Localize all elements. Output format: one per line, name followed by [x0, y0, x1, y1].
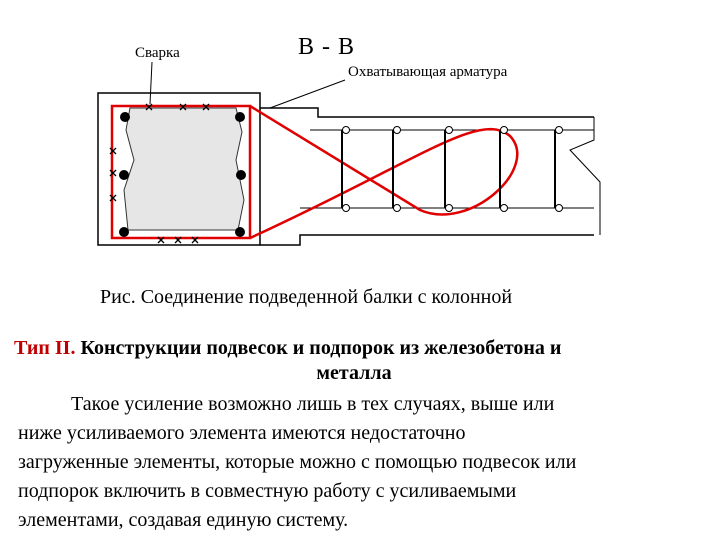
paragraph-line: Такое усиление возможно лишь в тех случа…: [71, 393, 555, 415]
beam-rebar-circles: [342, 126, 563, 212]
weld-label: Сварка: [135, 45, 180, 61]
type-label: Тип II.: [14, 337, 76, 359]
rebar-label: Охватывающая арматура: [348, 64, 508, 80]
beam-break-line: [569, 117, 601, 235]
column-outline: [97, 92, 261, 246]
column-concrete-core: [123, 107, 245, 231]
beam-stirrups: [341, 130, 556, 208]
rebar-loop-beam: [249, 104, 519, 240]
beam-bottom-edge: [260, 234, 594, 246]
figure-caption: Рис. Соединение подведенной балки с коло…: [100, 286, 513, 308]
section-label: В - В: [298, 34, 356, 60]
paragraph-line: элементами, создавая единую систему.: [18, 509, 349, 531]
section-heading: Тип II. Конструкции подвесок и подпорок …: [14, 336, 714, 386]
leader-lines: [149, 61, 346, 109]
weld-marks: [109, 103, 210, 244]
beam-column-joint-drawing: [97, 61, 601, 246]
beam-top-edge: [260, 107, 594, 118]
paragraph-line: загруженные элементы, которые можно с по…: [18, 451, 577, 473]
heading-title-line1: Конструкции подвесок и подпорок из желез…: [80, 337, 562, 359]
paragraph-line: подпорок включить в совместную работу с …: [18, 480, 517, 502]
enclosing-rebar: [110, 104, 519, 240]
heading-title-line2: металла: [316, 362, 392, 384]
body-paragraph: Такое усиление возможно лишь в тех случа…: [18, 390, 718, 535]
paragraph-line: ниже усиливаемого элемента имеются недос…: [18, 422, 466, 444]
column-main-bars: [119, 112, 246, 237]
